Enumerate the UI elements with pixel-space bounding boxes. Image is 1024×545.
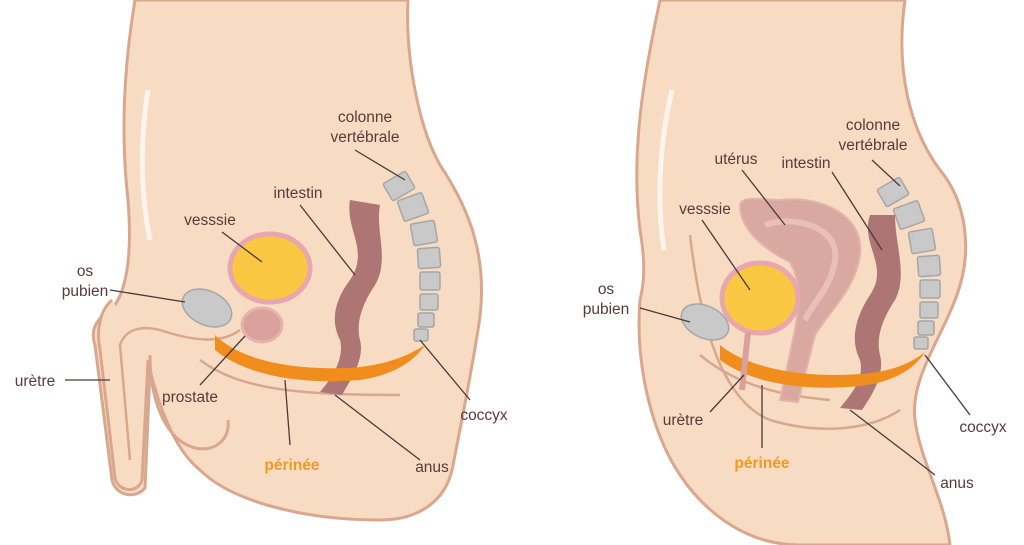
- female-pubic-bone: [680, 303, 730, 341]
- male-scrotum: [148, 354, 230, 451]
- female-label-os: os: [598, 281, 615, 298]
- male-label-pubien: pubien: [62, 283, 109, 300]
- female-label-colonne-2: vertébrale: [839, 137, 908, 154]
- male-label-coccyx: coccyx: [460, 407, 508, 424]
- female-label-colonne-1: colonne: [846, 117, 900, 134]
- female-label-uretre: urètre: [663, 412, 704, 429]
- male-label-anus: anus: [415, 459, 449, 476]
- female-perineum: [720, 345, 925, 388]
- male-perineum: [215, 335, 425, 382]
- male-bladder: [227, 231, 313, 305]
- female-label-pubien: pubien: [583, 301, 630, 318]
- female-urethra: [739, 331, 751, 391]
- male-figure: [65, 0, 484, 522]
- male-label-os: os: [77, 263, 94, 280]
- male-label-vessie: vesssie: [184, 212, 236, 229]
- male-intestine: [320, 200, 382, 395]
- male-label-intestin: intestin: [273, 185, 322, 202]
- female-intestine: [840, 215, 901, 410]
- male-urethra: [118, 326, 241, 461]
- female-label-coccyx: coccyx: [959, 419, 1007, 436]
- female-figure: [635, 0, 971, 545]
- male-spine: [382, 170, 442, 342]
- male-label-colonne-1: colonne: [338, 109, 392, 126]
- male-prostate: [240, 306, 284, 344]
- male-pubic-bone: [181, 288, 233, 328]
- female-label-perinee: périnée: [734, 455, 790, 472]
- male-label-perinee: périnée: [264, 457, 320, 474]
- female-bladder: [719, 260, 801, 336]
- female-label-uterus: utérus: [714, 151, 757, 168]
- female-label-vessie: vesssie: [679, 201, 731, 218]
- male-label-colonne-2: vertébrale: [331, 129, 400, 146]
- female-label-anus: anus: [940, 475, 974, 492]
- male-label-uretre: urètre: [15, 373, 56, 390]
- female-spine: [876, 176, 942, 350]
- female-label-intestin: intestin: [781, 155, 830, 172]
- male-label-prostate: prostate: [162, 389, 218, 406]
